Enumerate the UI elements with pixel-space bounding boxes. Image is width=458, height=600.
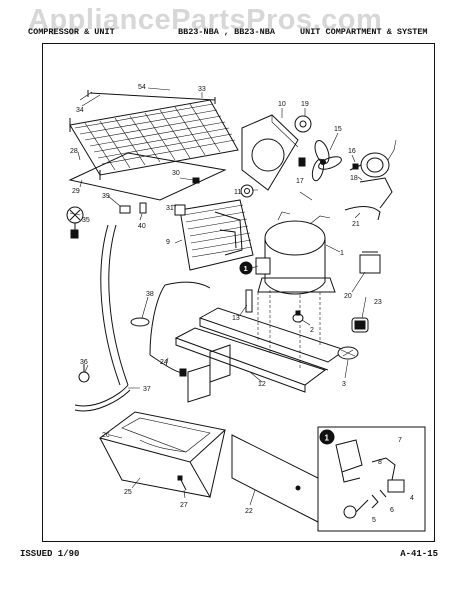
base-rail[interactable]	[174, 307, 347, 393]
part-labels: 54 33 10 19 15 16 17 18 21 11 9 1 2 3 13…	[70, 84, 414, 524]
drain-pan-clip[interactable]	[177, 475, 187, 491]
part-label-23: 23	[374, 299, 382, 306]
leader-lines	[69, 87, 367, 506]
part-label-15: 15	[334, 126, 342, 133]
part-label-22: 22	[245, 508, 253, 515]
fan-blade[interactable]	[310, 139, 343, 182]
power-cord[interactable]	[149, 281, 211, 377]
page-header: COMPRESSOR & UNIT BB23-NBA , BB23-NBA UN…	[0, 27, 458, 41]
header-left: COMPRESSOR & UNIT	[28, 27, 115, 37]
page-code: A-41-15	[400, 549, 438, 559]
part-label-25: 25	[124, 489, 132, 496]
part-label-12: 12	[258, 381, 266, 388]
relay[interactable]	[359, 251, 381, 274]
drain-pan[interactable]	[98, 411, 227, 498]
part-label-16: 16	[348, 148, 356, 155]
part-label-21: 21	[352, 221, 360, 228]
cable-tie[interactable]	[130, 317, 150, 327]
diagram-frame	[42, 43, 435, 542]
part-label-3: 3	[342, 381, 346, 388]
header-right: UNIT COMPARTMENT & SYSTEM	[300, 27, 428, 37]
part-label-13: 13	[232, 315, 240, 322]
fan-shroud[interactable]	[241, 114, 299, 191]
part-label-6: 6	[390, 507, 394, 514]
part-label-18: 18	[350, 175, 358, 182]
part-label-54: 54	[138, 84, 146, 91]
part-label-5: 5	[372, 517, 376, 524]
fan-nut[interactable]	[298, 157, 306, 167]
part-label-38: 38	[146, 291, 154, 298]
part-label-9: 9	[166, 239, 170, 246]
condenser-shield[interactable]	[68, 152, 227, 201]
part-label-17: 17	[296, 178, 304, 185]
drain-pan-heater[interactable]	[179, 199, 254, 271]
compressor-callout-number: 1	[244, 264, 248, 273]
grommet[interactable]	[240, 184, 254, 198]
part-label-31: 31	[166, 205, 174, 212]
issued-date: ISSUED 1/90	[20, 549, 80, 559]
compressor-clip[interactable]	[337, 346, 359, 360]
defrost-thermostat[interactable]	[66, 206, 84, 239]
part-label-35: 35	[82, 217, 90, 224]
condenser-coil[interactable]	[69, 99, 239, 180]
compressor-callout: 1	[239, 261, 259, 275]
filter-drier[interactable]	[245, 289, 253, 313]
fan-motor[interactable]	[349, 139, 397, 178]
part-label-8: 8	[378, 459, 382, 466]
part-label-39: 39	[102, 193, 110, 200]
part-label-28: 28	[70, 148, 78, 155]
part-label-2: 2	[310, 327, 314, 334]
drain-tube[interactable]	[74, 224, 131, 412]
part-label-24: 24	[160, 359, 168, 366]
fan-bracket[interactable]	[294, 115, 312, 133]
small-clips[interactable]	[119, 177, 200, 216]
part-label-27: 27	[180, 502, 188, 509]
inset-callout-number: 1	[325, 434, 330, 443]
part-label-19: 19	[301, 101, 309, 108]
part-label-7: 7	[398, 437, 402, 444]
compressor-grommet[interactable]	[292, 310, 304, 323]
part-label-36: 36	[80, 359, 88, 366]
part-label-10: 10	[278, 101, 286, 108]
mounting-rod[interactable]	[79, 90, 216, 107]
inset-detail: 1	[317, 426, 426, 532]
part-label-34: 34	[76, 107, 84, 114]
compressor[interactable]	[255, 211, 336, 295]
mounting-bracket[interactable]	[187, 344, 231, 403]
header-middle: BB23-NBA , BB23-NBA	[178, 27, 275, 37]
capacitor[interactable]	[351, 317, 369, 333]
part-label-29: 29	[72, 188, 80, 195]
mounting-guide-lines	[257, 290, 321, 370]
part-label-33: 33	[198, 86, 206, 93]
part-label-26: 26	[102, 432, 110, 439]
motor-bracket[interactable]	[344, 177, 393, 221]
part-label-20: 20	[344, 293, 352, 300]
part-label-11: 11	[234, 189, 241, 196]
part-label-1: 1	[340, 250, 344, 257]
part-label-30: 30	[172, 170, 180, 177]
part-label-4: 4	[410, 495, 414, 502]
part-label-40: 40	[138, 223, 146, 230]
part-label-37: 37	[143, 386, 151, 393]
tube-clip[interactable]	[78, 364, 90, 383]
